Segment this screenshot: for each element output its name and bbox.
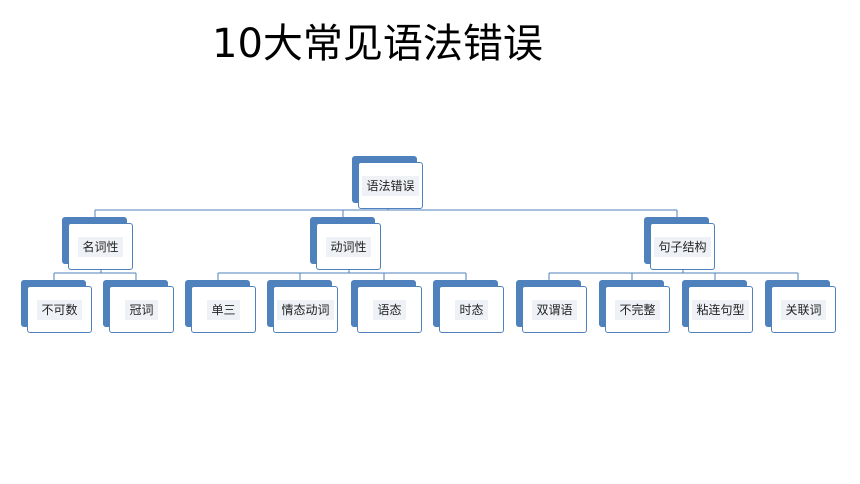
node-label: 语态 xyxy=(373,299,406,320)
node-label: 情态动词 xyxy=(277,299,334,320)
node-label: 名词性 xyxy=(78,236,123,257)
node-label: 语法错误 xyxy=(362,175,419,196)
node-label: 单三 xyxy=(207,299,240,320)
page-title: 10大常见语法错误 xyxy=(212,21,543,67)
node-label: 动词性 xyxy=(326,236,371,257)
node-label: 句子结构 xyxy=(654,236,711,257)
node-label: 时态 xyxy=(455,299,488,320)
node-label: 不完整 xyxy=(615,299,660,320)
node-label: 粘连句型 xyxy=(692,299,749,320)
node-label: 冠词 xyxy=(125,299,158,320)
node-label: 关联词 xyxy=(781,299,826,320)
node-label: 双谓语 xyxy=(532,299,577,320)
node-label: 不可数 xyxy=(37,299,82,320)
